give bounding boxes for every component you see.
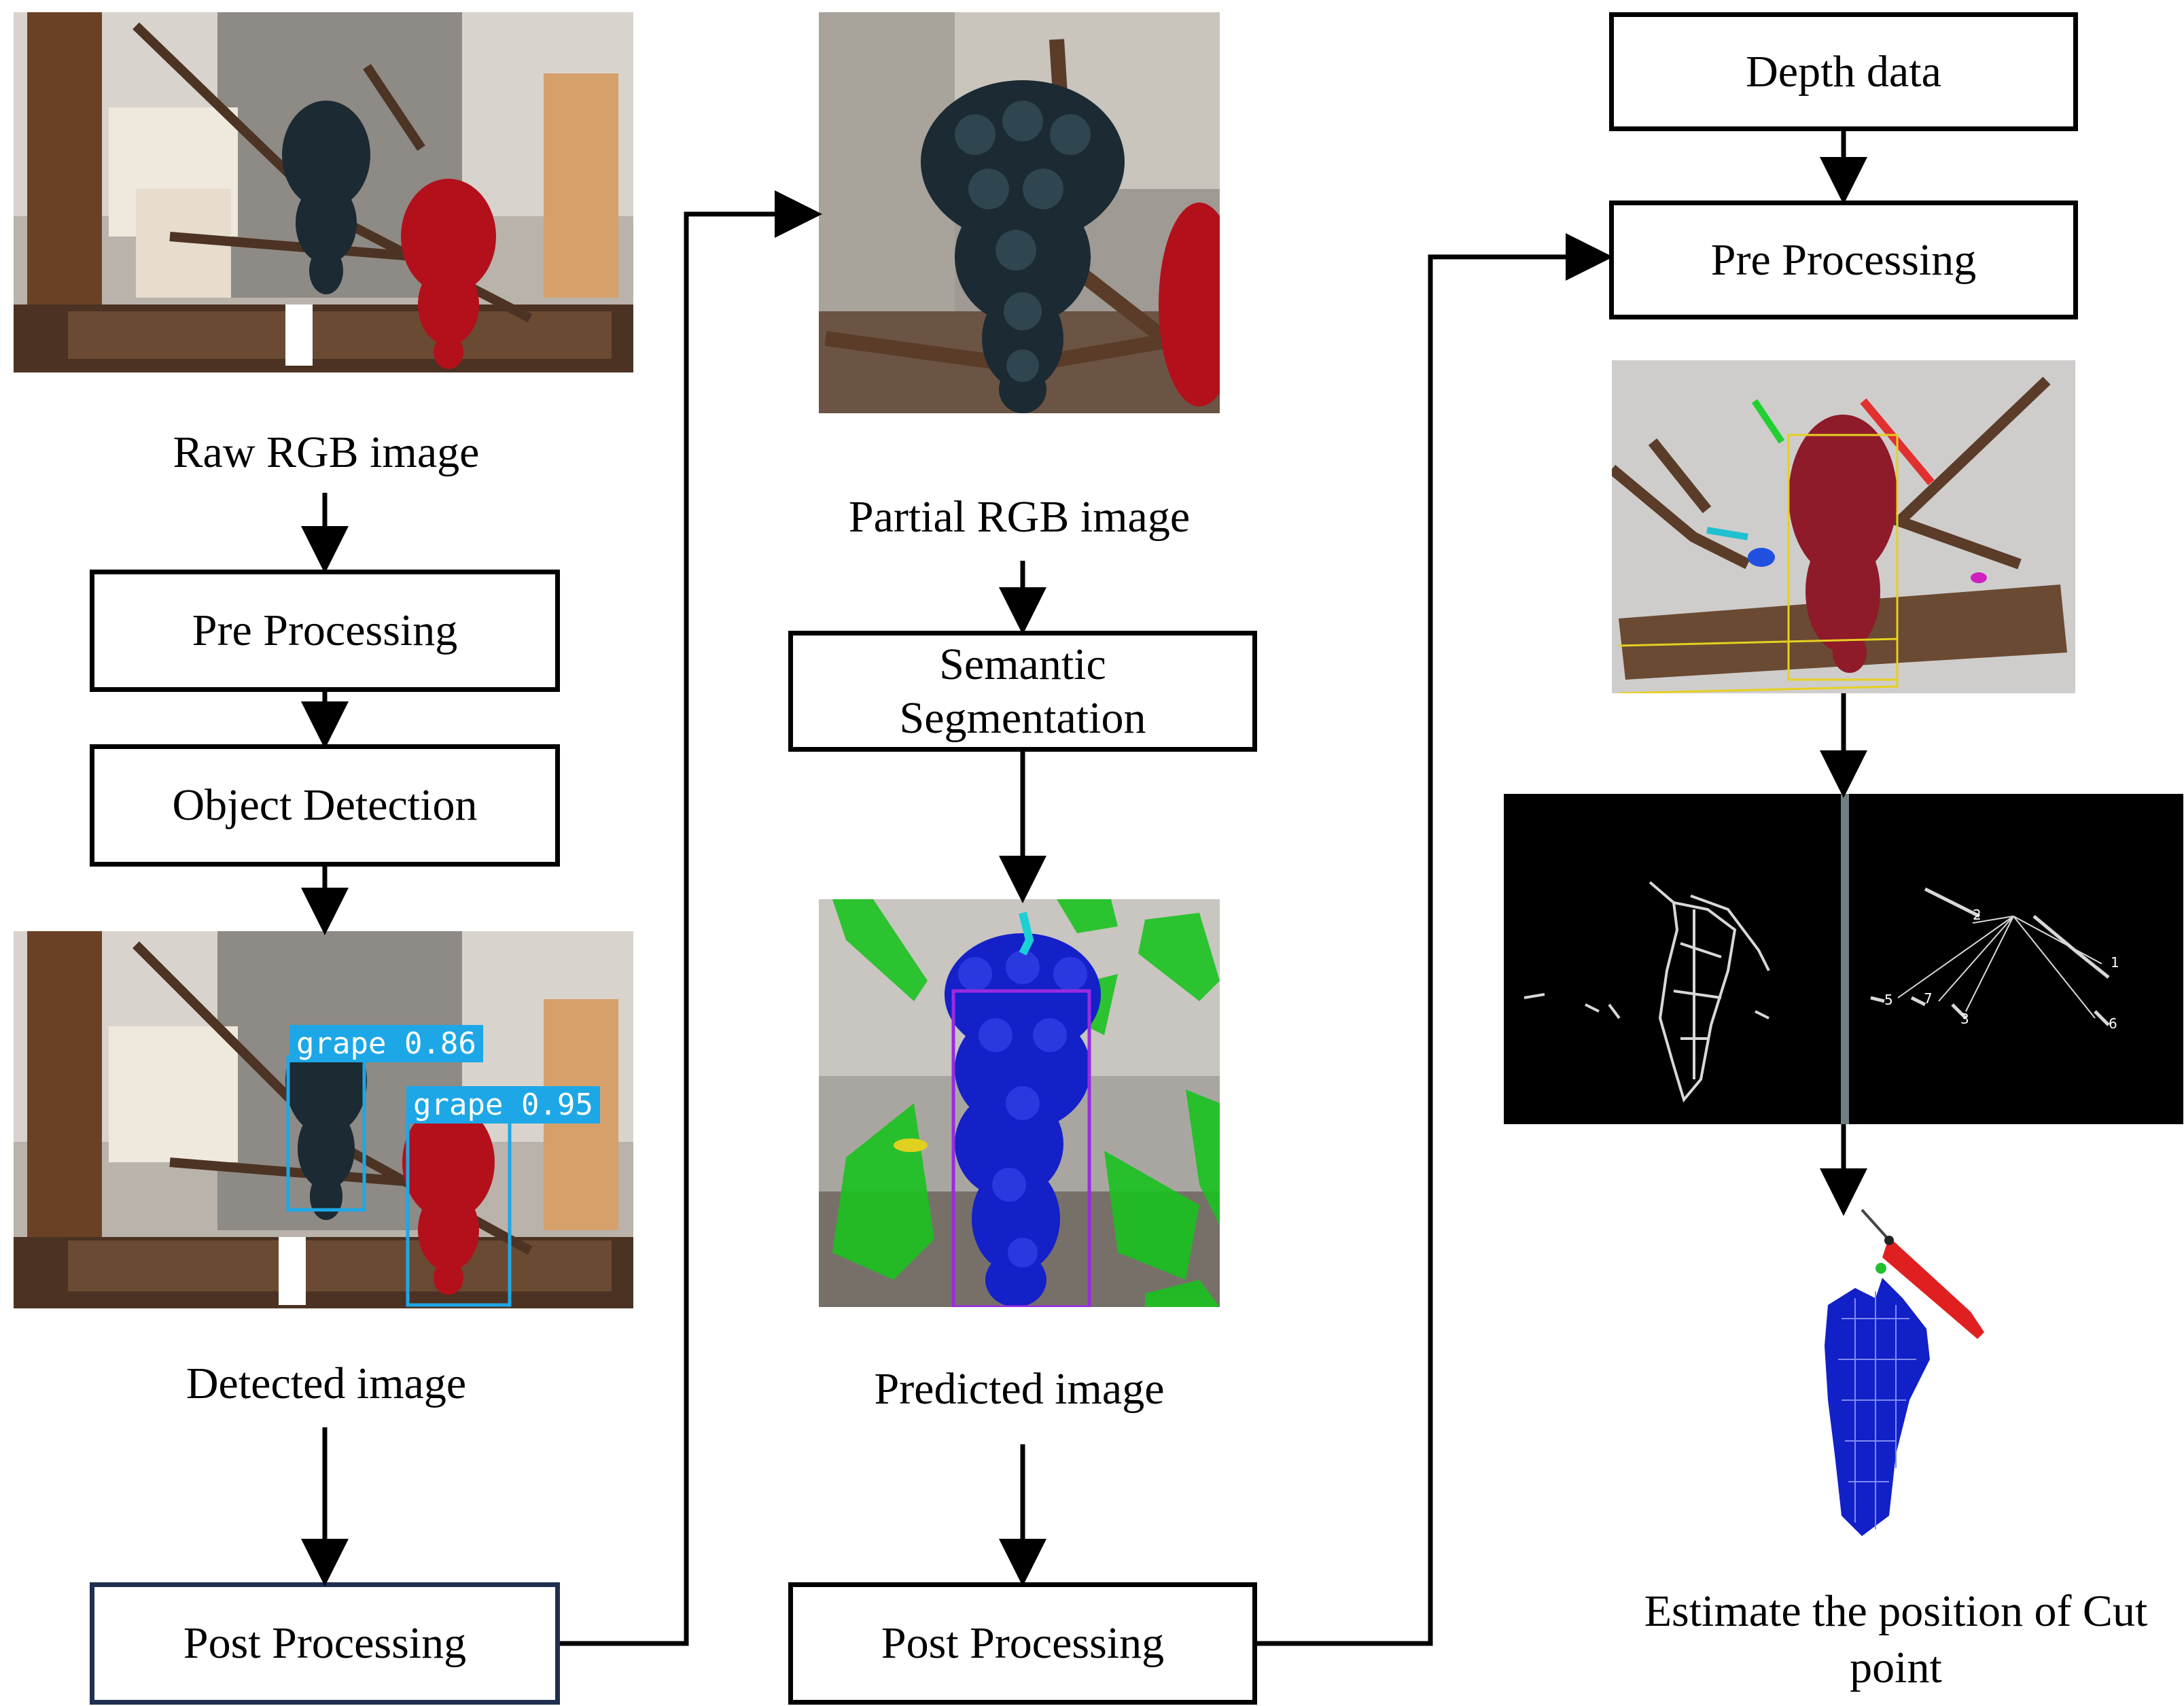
point-cloud-image	[1612, 360, 2075, 693]
post-processing-box-1: Post Processing	[90, 1582, 560, 1705]
pre-processing-box-1: Pre Processing	[90, 570, 560, 692]
point-label-5: 5	[1884, 992, 1893, 1008]
predicted-image-caption: Predicted image	[874, 1364, 1165, 1414]
predicted-image	[819, 899, 1220, 1307]
arrow-postprocess-to-partial	[560, 190, 822, 1646]
point-label-6: 6	[2109, 1015, 2117, 1032]
cut-point-caption: Estimate the position of Cut point	[1644, 1586, 2148, 1692]
detection-label-2: grape 0.95	[406, 1086, 600, 1124]
point-label-1: 1	[2111, 954, 2119, 971]
semantic-segmentation-box: Semantic Segmentation	[788, 631, 1257, 752]
point-label-7: 7	[1924, 990, 1933, 1007]
object-detection-box: Object Detection	[90, 744, 560, 867]
raw-rgb-image	[14, 12, 633, 372]
cut-point-image	[1780, 1196, 2011, 1550]
skeleton-image: 2 1 5 7 3 6	[1504, 794, 2183, 1124]
partial-image-caption: Partial RGB image	[848, 492, 1191, 542]
detected-image: grape 0.86 grape 0.95	[14, 931, 633, 1308]
raw-image-caption: Raw RGB image	[173, 428, 480, 477]
partial-rgb-image	[819, 12, 1220, 413]
arrow-postprocess-to-preprocess	[1257, 233, 1613, 1646]
depth-data-box: Depth data	[1609, 12, 2078, 131]
detected-image-caption: Detected image	[186, 1359, 467, 1408]
point-label-2: 2	[1973, 907, 1982, 923]
point-label-3: 3	[1960, 1011, 1969, 1027]
detection-label-1: grape 0.86	[289, 1025, 483, 1062]
